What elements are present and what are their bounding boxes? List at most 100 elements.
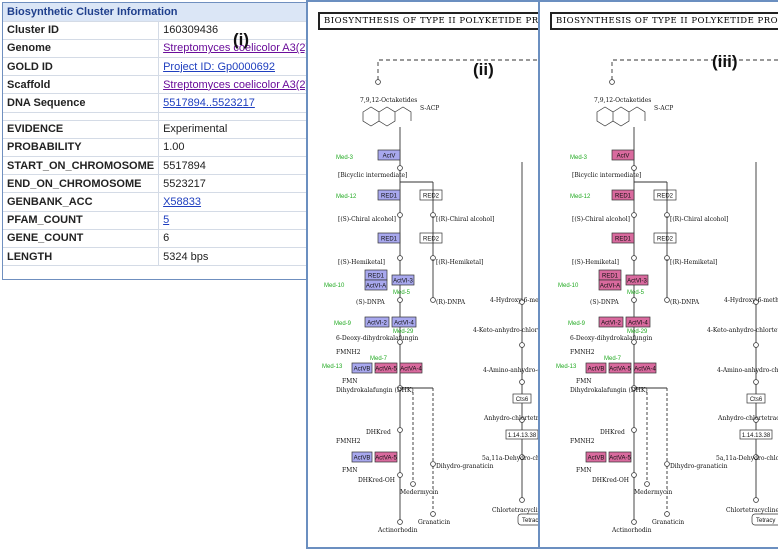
row-value: 160309436	[158, 21, 319, 40]
diagram-label: Cts6	[516, 397, 529, 403]
diagram-label: 5a,11a-Dehydro-chlortetracycline	[482, 455, 550, 462]
compound-node	[753, 342, 759, 348]
diagram-label: (S)-DNPA	[590, 299, 619, 306]
enzyme-box	[585, 451, 607, 463]
diagram-label: DHKred	[600, 429, 625, 436]
compound-node	[397, 255, 403, 261]
row-link[interactable]: X58833	[163, 195, 202, 208]
enzyme-box	[598, 279, 622, 291]
diagram-label: DHKred-OH	[358, 477, 395, 484]
diagram-label: [(R)-Hemiketal]	[436, 259, 483, 266]
enzyme-box	[625, 316, 651, 328]
enzyme-box	[608, 362, 632, 374]
compound-node	[397, 165, 403, 171]
row-key: START_ON_CHROMOSOME	[3, 156, 160, 176]
pathway-edge	[377, 59, 548, 80]
enzyme-label: ActVI-A	[366, 284, 386, 290]
diagram-label: 4-Keto-anhydro-chlortetracycline	[707, 327, 778, 334]
enzyme-box	[374, 362, 398, 374]
compound-node	[753, 454, 759, 460]
enzyme-box	[608, 451, 632, 463]
compound-node	[631, 427, 637, 433]
compound-node	[753, 417, 759, 423]
diagram-label: (R)-DNPA	[670, 299, 700, 306]
table-header: Biosynthetic Cluster Information	[3, 3, 319, 22]
enzyme-label: ActV	[617, 154, 630, 160]
diagram-label: Actinorhodin	[377, 527, 418, 534]
diagram-label: 7,9,12-Octaketides	[594, 97, 651, 104]
diagram-label: 4-Hydroxy-6-methylpretetramide	[490, 297, 550, 304]
enzyme-label: ActVI-3	[627, 279, 647, 285]
enzyme-box	[625, 274, 649, 286]
enzyme-box	[585, 362, 607, 374]
row-link[interactable]: 5517894..5523217	[163, 97, 255, 110]
diagram-label: [(S)-Chiral alcohol]	[572, 216, 630, 223]
diagram-label: Dihydrokalafungin (DHK)	[336, 387, 414, 394]
diagram-label: Med-10	[324, 283, 345, 289]
row-link[interactable]: 5	[163, 214, 170, 227]
row-link[interactable]: Streptomyces coelicolor A3(2): NC	[163, 78, 320, 91]
diagram-label: Med-12	[336, 194, 357, 200]
diagram-label: S-ACP	[420, 105, 439, 112]
diagram-label: [Bicyclic intermediate]	[572, 172, 641, 179]
enzyme-box	[377, 232, 401, 244]
row-key: Scaffold	[3, 75, 160, 95]
compound-node	[631, 472, 637, 478]
row-key: GOLD ID	[3, 57, 160, 77]
enzyme-label: RED1	[381, 237, 398, 243]
enzyme-label: RED1	[381, 194, 398, 200]
diagram-label: [(S)-Hemiketal]	[572, 259, 619, 266]
row-link[interactable]: Streptomyces coelicolor A3(2)	[163, 42, 310, 55]
compound-node	[664, 511, 670, 517]
diagram-label: [(R)-Chiral alcohol]	[436, 216, 494, 223]
enzyme-box	[653, 232, 677, 244]
diagram-label: FMN	[342, 467, 358, 474]
enzyme-box	[419, 189, 443, 201]
row-key: Genome	[3, 39, 160, 59]
diagram-label: Dihydro-granaticin	[436, 463, 494, 470]
enzyme-label: ActVI-3	[393, 279, 413, 285]
enzyme-box	[364, 316, 390, 328]
row-value: X58833	[158, 192, 319, 212]
diagram-label: 5a,11a-Dehydro-chlortetracycline	[716, 455, 778, 462]
panel-label-iii: (iii)	[712, 52, 738, 71]
enzyme-box	[351, 451, 373, 463]
compound-node	[430, 511, 436, 517]
diagram-label: 4-Keto-anhydro-chlortetracycline	[473, 327, 550, 334]
compound-node	[430, 461, 436, 467]
enzyme-label: ActVA-5	[609, 456, 631, 462]
compound-node	[430, 297, 436, 303]
diagram-label: Medermycin	[634, 489, 672, 496]
panel-label-i: (i)	[233, 30, 250, 49]
diagram-label: Tetracy	[522, 518, 541, 524]
enzyme-label: ActVA-5	[609, 367, 631, 373]
row-link[interactable]: Project ID: Gp0000692	[163, 60, 275, 73]
diagram-label: Med-7	[604, 356, 622, 362]
compound-node	[519, 342, 525, 348]
enzyme-label: ActVA-5	[375, 367, 397, 373]
pathway-panel-iii: BIOSYNTHESIS OF TYPE II POLYKETIDE PRODU…	[538, 0, 778, 549]
compound-node	[644, 481, 650, 487]
enzyme-label: ActVB	[354, 367, 371, 373]
enzyme-label: RED1	[368, 274, 385, 280]
compound-node	[631, 255, 637, 261]
enzyme-label: RED2	[423, 237, 440, 243]
diagram-label: Granaticin	[652, 519, 684, 526]
enzyme-box	[377, 149, 401, 161]
enzyme-box	[391, 274, 415, 286]
cluster-info-table: Biosynthetic Cluster Information Cluster…	[3, 3, 320, 267]
enzyme-label: ActV	[383, 154, 396, 160]
enzyme-box	[377, 189, 401, 201]
compound-node	[664, 461, 670, 467]
compound-node	[519, 299, 525, 305]
diagram-label: (S)-DNPA	[356, 299, 385, 306]
enzyme-label: RED2	[657, 194, 674, 200]
compound-node	[519, 497, 525, 503]
compound-node	[397, 472, 403, 478]
diagram-label: 4-Hydroxy-6-methylpretetramide	[724, 297, 778, 304]
compound-node	[753, 379, 759, 385]
diagram-label: [(S)-Chiral alcohol]	[338, 216, 396, 223]
